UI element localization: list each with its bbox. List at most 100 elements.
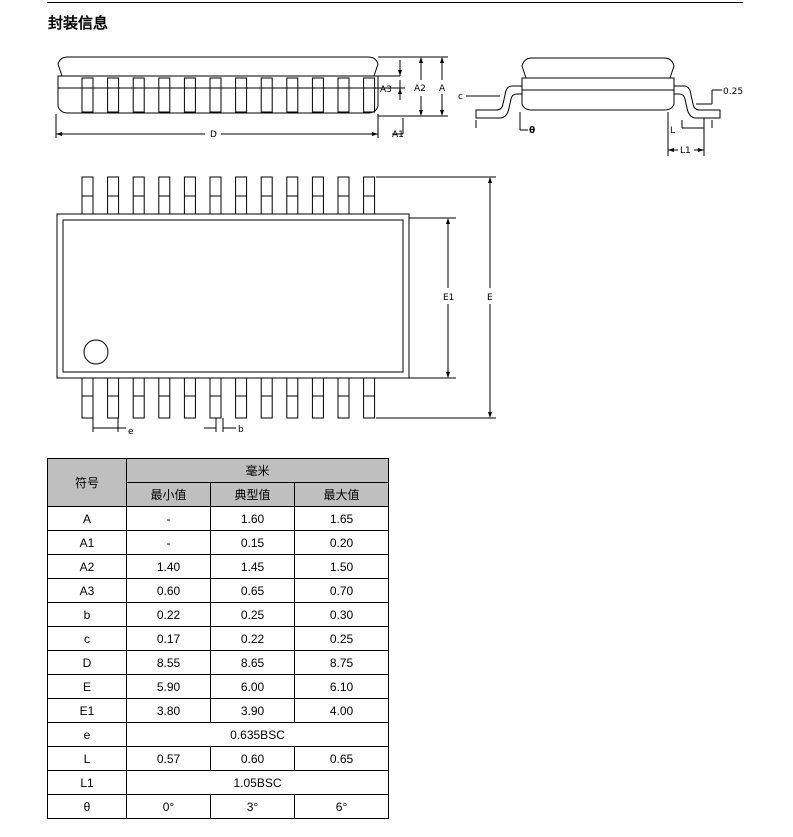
side-lead (337, 77, 350, 113)
typ-cell: 3° (210, 794, 295, 819)
bottom-lead (132, 377, 145, 419)
side-lead (81, 77, 94, 113)
dim-label-e: e (128, 427, 134, 437)
symbol-cell: A3 (47, 578, 127, 603)
top-view (56, 176, 496, 432)
dim-label-A2: A2 (414, 84, 426, 94)
typ-cell: 0.25 (210, 602, 295, 627)
max-cell: 4.00 (293, 698, 390, 723)
min-cell: 0.57 (126, 746, 211, 771)
min-cell: 5.90 (126, 674, 211, 699)
span-cell: 0.635BSC (125, 722, 390, 747)
symbol-cell: E (47, 674, 127, 699)
max-cell: 0.20 (293, 530, 390, 555)
bottom-lead (209, 377, 222, 419)
min-cell: 8.55 (126, 650, 211, 675)
max-cell: 1.65 (293, 506, 390, 531)
side-view (55, 56, 448, 138)
symbol-cell: c (47, 626, 127, 651)
side-lead (235, 77, 248, 113)
dim-label-E: E (487, 293, 493, 303)
symbol-cell: A (47, 506, 127, 531)
typ-cell: 0.15 (210, 530, 295, 555)
min-cell: 3.80 (126, 698, 211, 723)
max-cell: 8.75 (293, 650, 390, 675)
min-cell: 0.60 (126, 578, 211, 603)
typ-cell: 0.65 (210, 578, 295, 603)
symbol-cell: e (47, 722, 127, 747)
max-cell: 0.30 (293, 602, 390, 627)
dim-label-theta: θ (529, 126, 535, 136)
bottom-lead (81, 377, 94, 419)
min-cell: - (126, 506, 211, 531)
typ-cell: 1.45 (210, 554, 295, 579)
dim-label-b: b (238, 425, 244, 435)
symbol-cell: D (47, 650, 127, 675)
typ-cell: 1.60 (210, 506, 295, 531)
typ-cell: 3.90 (210, 698, 295, 723)
span-cell: 1.05BSC (125, 770, 390, 795)
side-lead (363, 77, 376, 113)
min-cell: 0.22 (126, 602, 211, 627)
end-view (466, 57, 722, 156)
dim-label-c: c (458, 92, 463, 102)
symbol-header: 符号 (47, 458, 127, 507)
typ-cell: 0.22 (210, 626, 295, 651)
typ-cell: 0.60 (210, 746, 295, 771)
bottom-lead (158, 377, 171, 419)
dim-label-A3: A3 (380, 85, 392, 95)
max-cell: 6° (293, 794, 390, 819)
top-rule (47, 2, 743, 3)
symbol-cell: A2 (47, 554, 127, 579)
symbol-cell: A1 (47, 530, 127, 555)
dim-label-L: L (670, 126, 675, 136)
bottom-lead (260, 377, 273, 419)
min-cell: 0° (126, 794, 211, 819)
min-cell: - (126, 530, 211, 555)
header-row-sub: 最小值 典型值 最大值 (48, 482, 390, 507)
symbol-cell: θ (47, 794, 127, 819)
dim-label-A1: A1 (392, 130, 404, 140)
typ-cell: 6.00 (210, 674, 295, 699)
dim-label-L1: L1 (680, 146, 691, 156)
bottom-lead (337, 377, 350, 419)
side-lead (311, 77, 324, 113)
symbol-cell: E1 (47, 698, 127, 723)
unit-header: 毫米 (125, 458, 390, 483)
typ-header: 典型值 (210, 482, 295, 507)
side-lead (209, 77, 222, 113)
max-cell: 1.50 (293, 554, 390, 579)
side-lead (260, 77, 273, 113)
typ-cell: 8.65 (210, 650, 295, 675)
dim-label-E1: E1 (443, 293, 454, 303)
bottom-lead (107, 377, 120, 419)
bottom-lead (235, 377, 248, 419)
bottom-lead (311, 377, 324, 419)
max-cell: 0.70 (293, 578, 390, 603)
side-lead (132, 77, 145, 113)
min-cell: 1.40 (126, 554, 211, 579)
min-cell: 0.17 (126, 626, 211, 651)
bottom-lead (363, 377, 376, 419)
symbol-cell: L (47, 746, 127, 771)
max-cell: 6.10 (293, 674, 390, 699)
bottom-lead (286, 377, 299, 419)
side-lead (158, 77, 171, 113)
dim-label-gauge: 0.25 (723, 87, 743, 97)
symbol-cell: L1 (47, 770, 127, 795)
dim-label-D: D (210, 130, 217, 140)
min-header: 最小值 (126, 482, 211, 507)
